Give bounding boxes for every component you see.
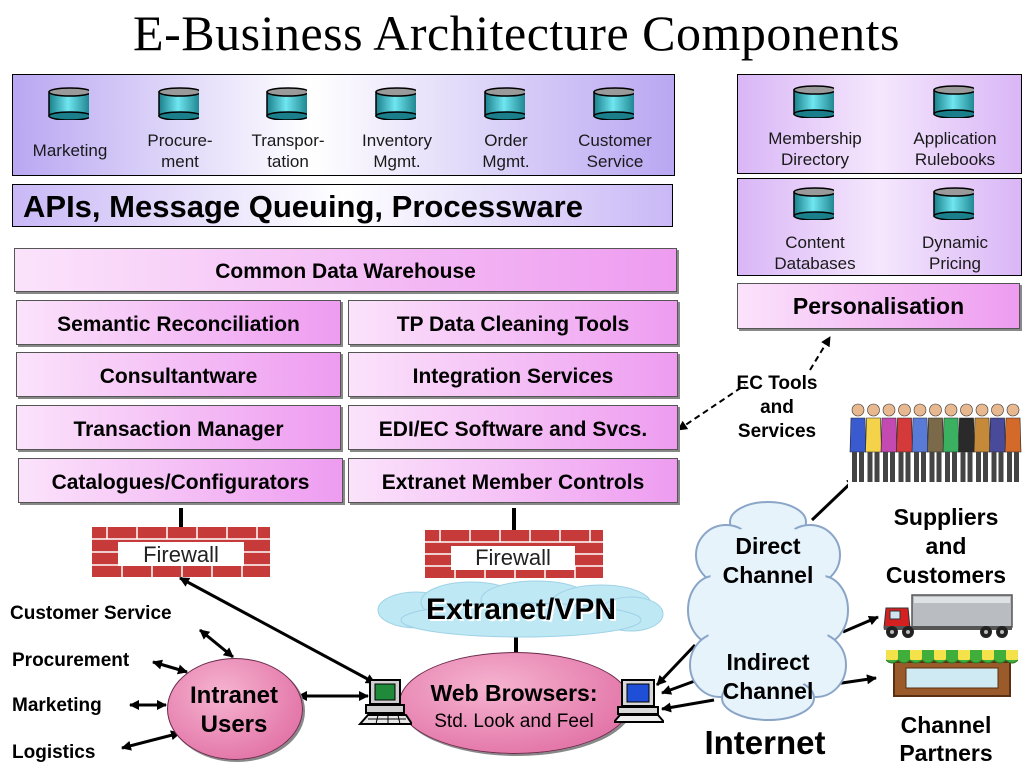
apis-label: APIs, Message Queuing, Processware [23, 189, 583, 224]
firewall-right-icon [425, 530, 603, 578]
database-icon [933, 85, 974, 118]
web-browsers-subtitle: Std. Look and Feel [434, 711, 594, 732]
computer-left-icon [358, 679, 412, 725]
truck-icon [883, 594, 1013, 638]
warehouse-box: Common Data Warehouse [14, 248, 677, 292]
business-system-3: Inventory Mgmt. [362, 131, 432, 171]
database-icon [793, 85, 834, 118]
function-label-1: Procurement [12, 650, 130, 671]
firewall-left-icon [92, 527, 270, 577]
firewall-right-label: Firewall [475, 545, 551, 570]
web-browsers-title: Web Browsers: [430, 680, 598, 706]
indirect-channel-label: Indirect Channel [722, 649, 814, 704]
personalisation-label: Personalisation [792, 293, 965, 319]
page-title: E-Business Architecture Components [133, 5, 900, 61]
database-icon [158, 87, 199, 120]
left-stack-box-2: Transaction Manager [16, 405, 341, 450]
firewall-left-label: Firewall [143, 542, 219, 567]
left-stack-box-1: Consultantware [16, 352, 341, 397]
left-stack-box-0: Semantic Reconciliation [16, 300, 341, 345]
directory-panel [737, 74, 1022, 174]
storefront-icon [886, 650, 1018, 697]
ec-tools-label: EC Tools and Services [736, 373, 818, 442]
warehouse-label: Common Data Warehouse [215, 260, 476, 283]
left-stack-box-3: Catalogues/Configurators [18, 458, 343, 503]
intranet-users-ellipse [167, 658, 303, 760]
extranet-cloud-icon [377, 580, 664, 638]
content-system-1: Dynamic Pricing [921, 233, 989, 273]
business-system-2: Transpor- tation [251, 131, 325, 171]
business-system-0: Marketing [32, 141, 108, 160]
right-stack-box-0: TP Data Cleaning Tools [348, 300, 678, 345]
database-icon [266, 87, 307, 120]
internet-cloud-icon [687, 501, 849, 721]
personalisation-box: Personalisation [737, 283, 1020, 329]
extranet-label: Extranet/VPN [425, 593, 617, 626]
content-system-0: Content Databases [774, 233, 856, 273]
business-system-1: Procure- ment [147, 131, 213, 171]
business-systems-panel [12, 74, 675, 176]
function-label-2: Marketing [12, 695, 102, 716]
apis-bar: APIs, Message Queuing, Processware [12, 184, 673, 227]
database-icon [593, 87, 634, 120]
database-icon [375, 87, 416, 120]
database-icon [793, 187, 834, 220]
database-icon [48, 87, 89, 120]
function-label-3: Logistics [12, 742, 96, 763]
directory-system-0: Membership Directory [768, 129, 862, 169]
computer-right-icon [614, 679, 664, 723]
suppliers-label: Suppliers and Customers [885, 504, 1007, 588]
function-label-0: Customer Service [10, 603, 172, 624]
channel-partners-label: Channel Partners [899, 712, 993, 766]
right-stack-box-3: Extranet Member Controls [348, 458, 678, 503]
direct-channel-label: Direct Channel [722, 533, 814, 588]
internet-label: Internet [704, 724, 826, 761]
database-icon [484, 87, 525, 120]
business-system-5: Customer Service [578, 131, 652, 171]
people-group-icon [848, 394, 1030, 490]
database-icon [933, 187, 974, 220]
right-stack-box-1: Integration Services [348, 352, 678, 397]
directory-system-1: Application Rulebooks [913, 129, 997, 169]
right-stack-box-2: EDI/EC Software and Svcs. [348, 405, 678, 450]
intranet-users-label: Intranet Users [189, 682, 278, 738]
business-system-4: Order Mgmt. [482, 131, 530, 171]
web-browsers-ellipse [399, 652, 631, 754]
content-panel [737, 178, 1022, 276]
